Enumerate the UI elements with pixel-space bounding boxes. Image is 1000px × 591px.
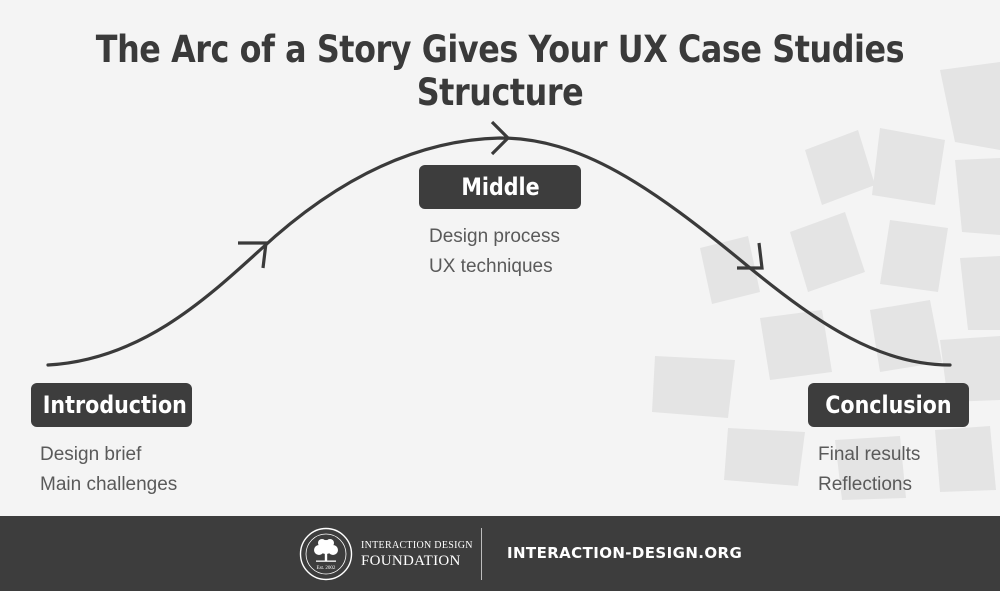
list-item: Design process xyxy=(429,226,560,247)
footer: Est. 2002 INTERACTION DESIGN FOUNDATION … xyxy=(0,516,1000,591)
stage-label-introduction: Introduction xyxy=(31,383,192,427)
list-item: Design brief xyxy=(40,444,142,465)
ixdf-logo: Est. 2002 xyxy=(299,527,353,581)
org-name: INTERACTION DESIGN FOUNDATION xyxy=(361,540,473,569)
stage-label-conclusion: Conclusion xyxy=(808,383,969,427)
list-item: Reflections xyxy=(818,474,912,495)
arrow-icon xyxy=(737,242,764,270)
list-item: UX techniques xyxy=(429,256,553,277)
story-arc xyxy=(46,120,952,367)
svg-text:Est. 2002: Est. 2002 xyxy=(317,566,336,571)
site-link[interactable]: INTERACTION-DESIGN.ORG xyxy=(507,544,743,562)
background-pattern xyxy=(652,62,1000,500)
arrow-icon xyxy=(490,120,511,156)
arrow-icon xyxy=(238,241,268,269)
divider xyxy=(481,528,482,580)
page-title: The Arc of a Story Gives Your UX Case St… xyxy=(95,28,905,114)
stage-items-conclusion: Final results Reflections xyxy=(818,440,920,500)
list-item: Final results xyxy=(818,444,921,465)
stage-label-middle: Middle xyxy=(419,165,581,209)
list-item: Main challenges xyxy=(40,474,178,495)
stage-items-introduction: Design brief Main challenges xyxy=(40,440,177,500)
stage-items-middle: Design process UX techniques xyxy=(429,222,560,282)
